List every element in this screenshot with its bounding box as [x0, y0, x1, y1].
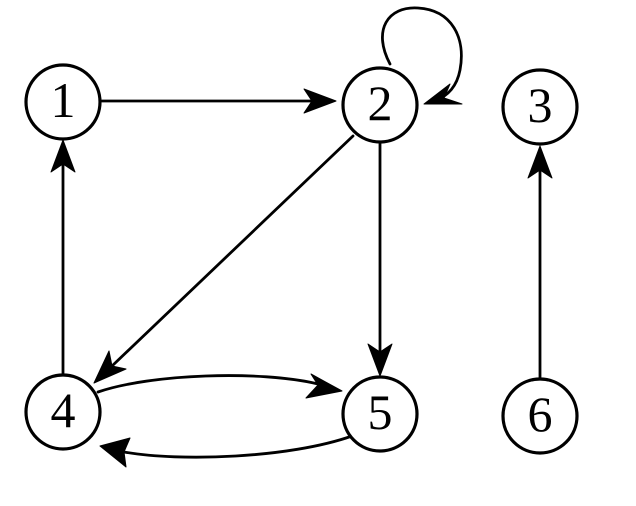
- node-4: 4: [24, 373, 102, 451]
- edge-6-to-3: [527, 145, 553, 380]
- edge-2-to-4: [93, 134, 355, 384]
- node-4-label: 4: [51, 382, 76, 438]
- node-2-label: 2: [368, 75, 393, 131]
- edge-5-to-4: [99, 434, 354, 468]
- node-6-label: 6: [528, 386, 553, 442]
- node-3: 3: [501, 68, 579, 146]
- edge-1-to-2: [100, 88, 337, 114]
- edge-4-to-5: [96, 373, 343, 399]
- edge-4-to-1: [50, 139, 76, 376]
- node-1-label: 1: [51, 72, 76, 128]
- node-3-label: 3: [528, 77, 553, 133]
- node-2: 2: [341, 66, 419, 144]
- nodes: 1 2 3 4 5 6: [24, 63, 579, 455]
- edges: [50, 6, 553, 468]
- edge-2-to-2: [381, 6, 463, 105]
- node-1: 1: [24, 63, 102, 141]
- node-5-label: 5: [368, 384, 393, 440]
- node-5: 5: [341, 375, 419, 453]
- edge-2-to-5: [367, 142, 393, 377]
- node-6: 6: [501, 377, 579, 455]
